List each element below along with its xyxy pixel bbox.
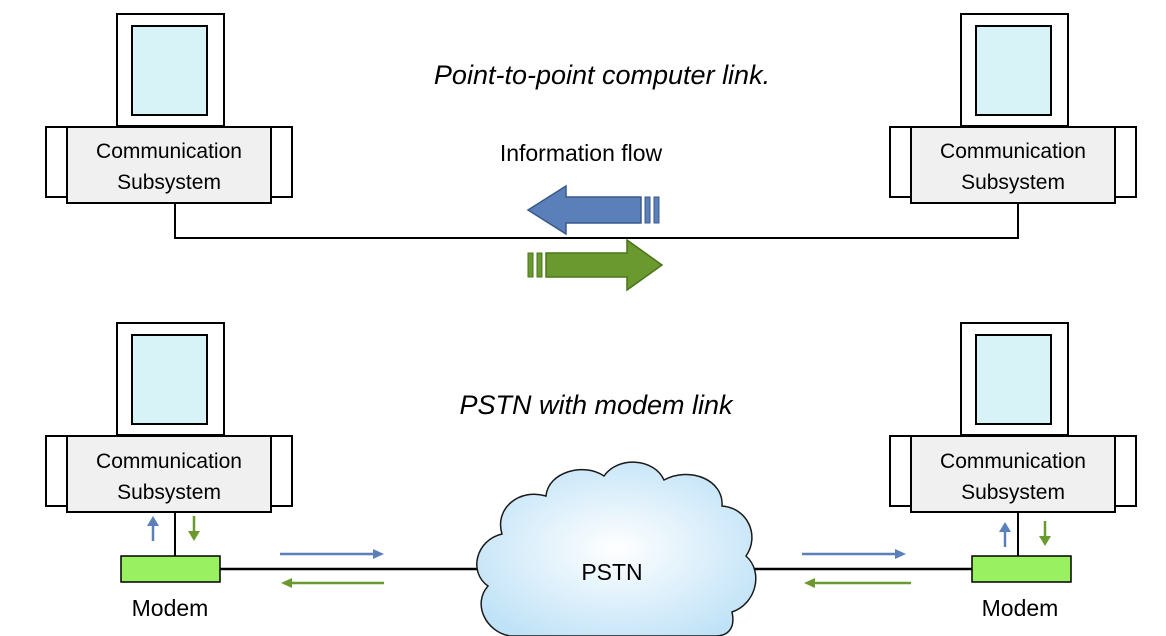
top-right-computer: Communication Subsystem bbox=[889, 13, 1137, 204]
flow-label: Information flow bbox=[500, 140, 663, 166]
bottom-right-up-arrow bbox=[999, 522, 1011, 547]
bottom-left-box-line1: Communication bbox=[96, 450, 242, 473]
bottom-right-down-arrow bbox=[1039, 521, 1051, 546]
bottom-right-box-line1: Communication bbox=[940, 450, 1086, 473]
top-right-comm-box bbox=[910, 126, 1116, 204]
top-right-box-line1: Communication bbox=[940, 140, 1086, 163]
left-green-flow-arrow bbox=[281, 578, 384, 588]
pstn-label: PSTN bbox=[581, 559, 642, 585]
top-left-box-line1: Communication bbox=[96, 140, 242, 163]
right-green-flow-arrow bbox=[804, 578, 911, 588]
bottom-title: PSTN with modem link bbox=[459, 390, 734, 420]
left-modem-label: Modem bbox=[132, 595, 209, 621]
blue-flow-arrow bbox=[526, 184, 660, 236]
top-left-box-line2: Subsystem bbox=[117, 171, 221, 194]
pstn-cloud: PSTN bbox=[476, 461, 757, 636]
bottom-left-screen bbox=[131, 334, 208, 425]
green-flow-arrow bbox=[527, 238, 664, 292]
bottom-right-box-line2: Subsystem bbox=[961, 481, 1065, 504]
top-left-computer: Communication Subsystem bbox=[45, 13, 293, 204]
top-left-comm-box bbox=[66, 126, 272, 204]
right-modem-label: Modem bbox=[982, 595, 1059, 621]
top-left-screen bbox=[131, 25, 208, 116]
bottom-right-computer: Communication Subsystem bbox=[889, 322, 1137, 513]
top-link-line bbox=[174, 203, 1019, 239]
bottom-left-computer: Communication Subsystem bbox=[45, 322, 293, 513]
right-blue-flow-arrow bbox=[802, 549, 906, 559]
bottom-left-comm-box bbox=[66, 435, 272, 513]
top-title: Point-to-point computer link. bbox=[434, 60, 770, 90]
left-modem bbox=[120, 555, 221, 583]
bottom-right-screen bbox=[975, 334, 1052, 425]
bottom-left-box-line2: Subsystem bbox=[117, 481, 221, 504]
bottom-right-comm-box bbox=[910, 435, 1116, 513]
top-right-screen bbox=[975, 25, 1052, 116]
right-modem bbox=[971, 555, 1072, 583]
top-right-box-line2: Subsystem bbox=[961, 171, 1065, 194]
bottom-left-down-arrow bbox=[188, 516, 200, 541]
left-blue-flow-arrow bbox=[280, 549, 384, 559]
bottom-left-up-arrow bbox=[147, 516, 159, 541]
